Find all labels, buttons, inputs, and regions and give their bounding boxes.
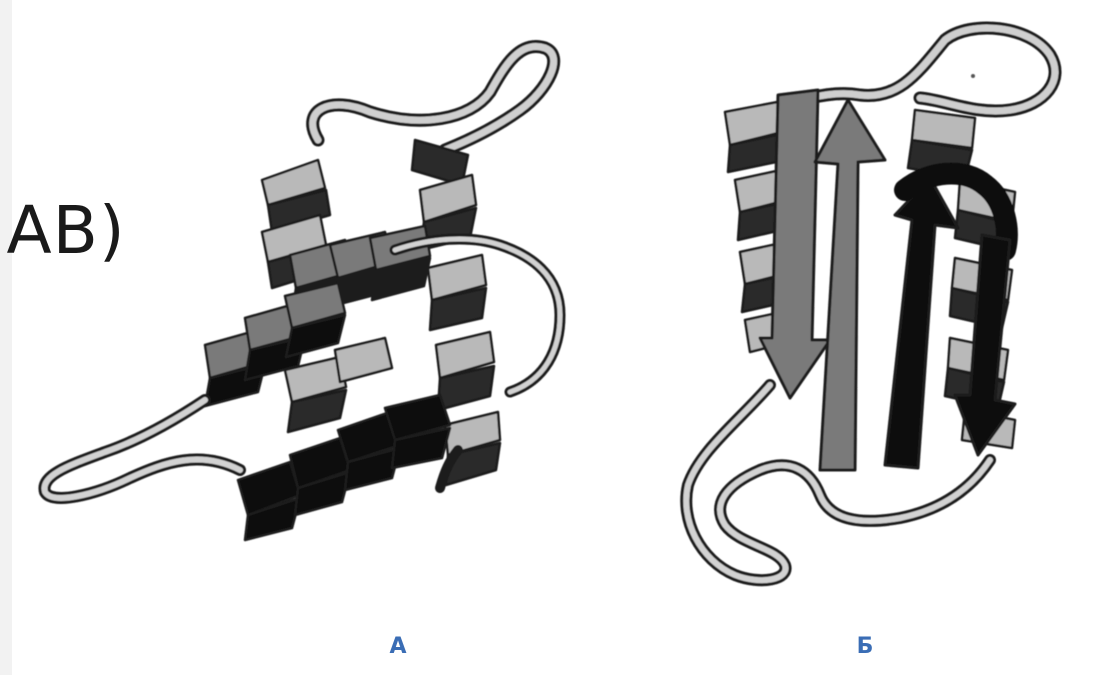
a-left-tail bbox=[44, 400, 240, 498]
panel-label-b: Б bbox=[850, 634, 880, 659]
a-top-loop bbox=[313, 46, 554, 150]
b-strand-2 bbox=[815, 100, 885, 470]
b-strand-3 bbox=[885, 178, 958, 468]
panel-label-a: А bbox=[383, 634, 413, 659]
a-helix-bottom-dark bbox=[238, 395, 450, 540]
structure-a-alpha-helical bbox=[44, 46, 560, 540]
structure-b-alpha-beta bbox=[686, 28, 1055, 580]
b-loop-dot bbox=[971, 74, 975, 78]
